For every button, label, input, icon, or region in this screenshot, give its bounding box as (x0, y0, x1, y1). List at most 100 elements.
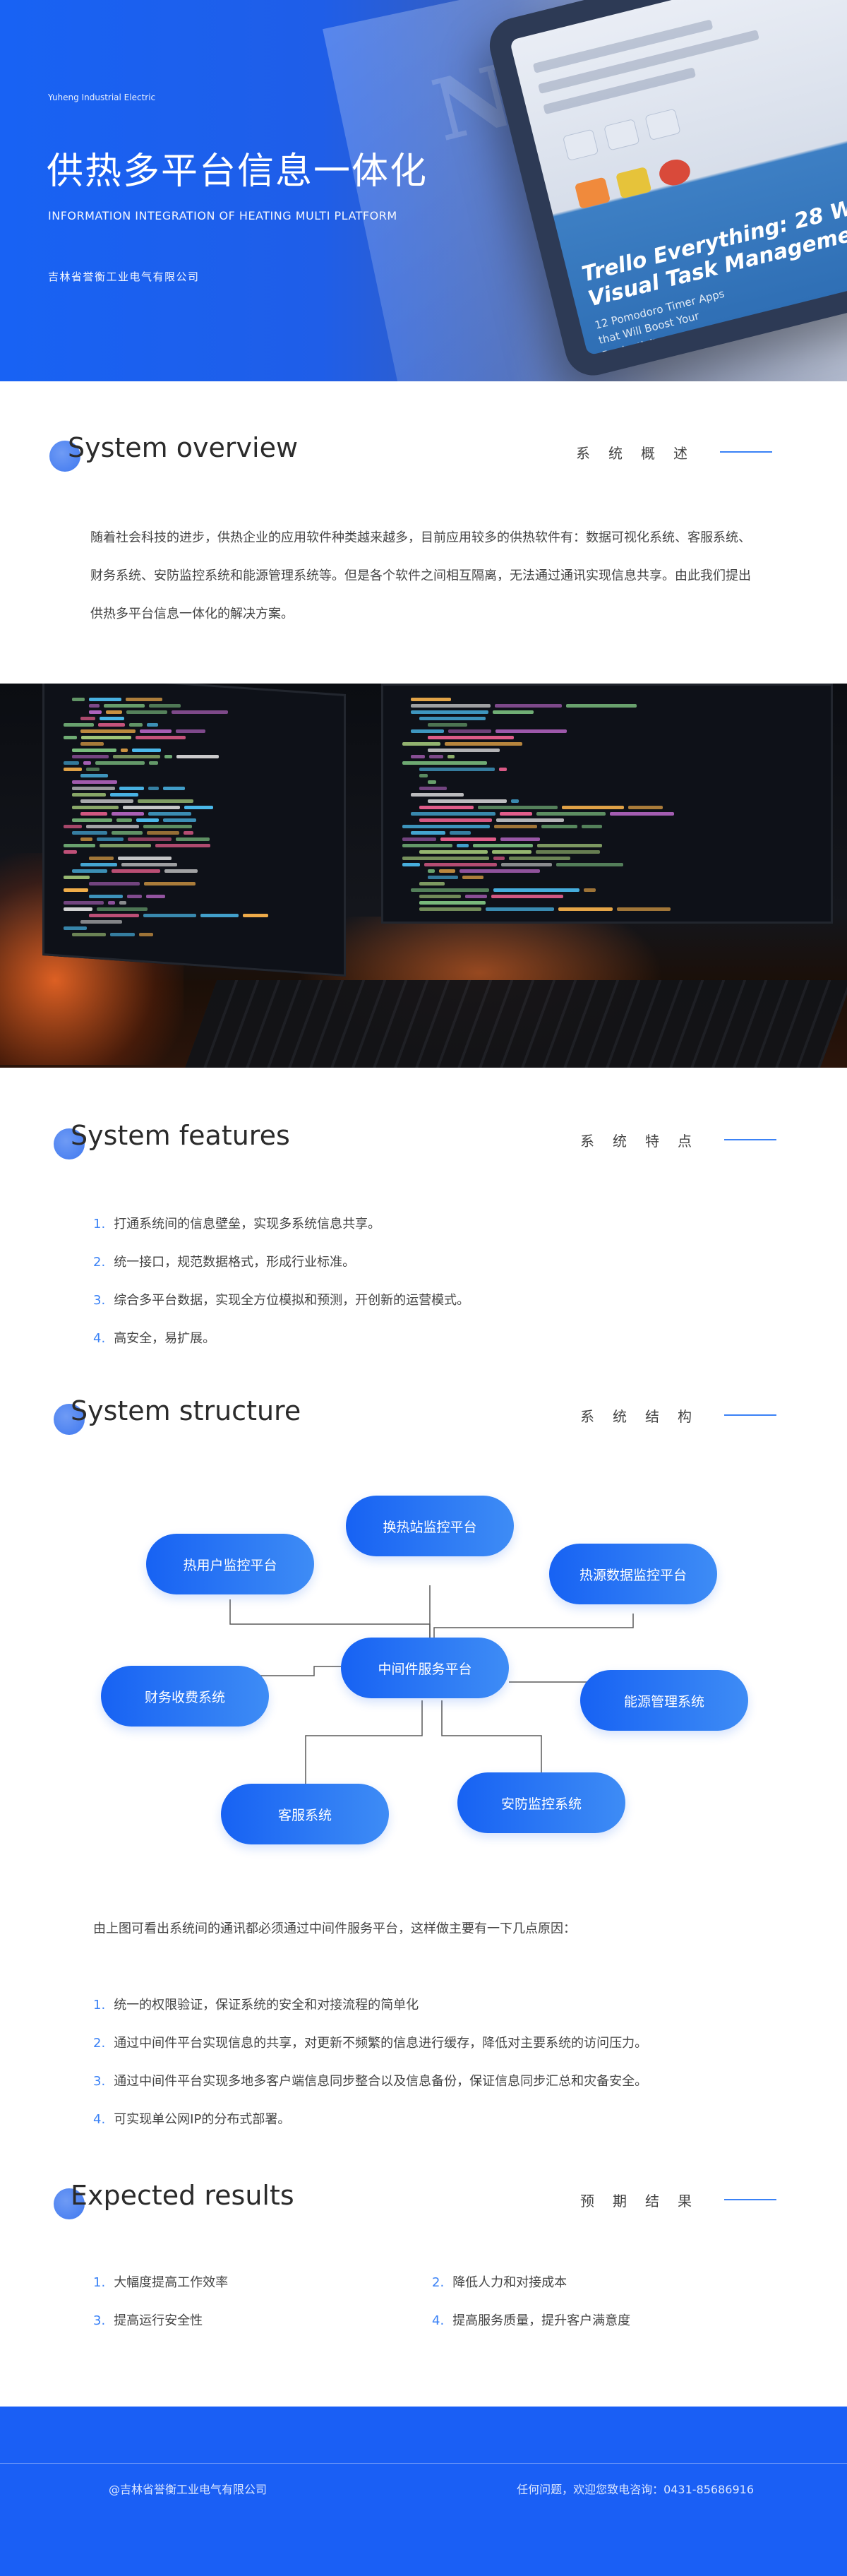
code-line (459, 869, 540, 873)
list-text: 大幅度提高工作效率 (114, 2275, 229, 2290)
code-line (402, 742, 440, 746)
code-line (110, 933, 135, 936)
code-line (136, 736, 186, 739)
code-line (495, 729, 567, 733)
code-line (486, 907, 554, 911)
code-line (149, 761, 158, 765)
list-number: 3. (93, 2074, 106, 2089)
code-line (428, 869, 435, 873)
code-line (89, 895, 123, 898)
code-line (617, 907, 671, 911)
code-line (98, 723, 125, 727)
tablet-text-row (543, 67, 697, 115)
code-line (116, 818, 132, 822)
code-line (501, 863, 552, 866)
code-line (80, 812, 107, 816)
code-line (411, 888, 489, 892)
code-line (493, 888, 579, 892)
tablet-app-card (562, 129, 599, 162)
code-line (126, 698, 162, 701)
list-text: 打通系统间的信息壁垒，实现多系统信息共享。 (114, 1217, 381, 1232)
list-number: 4. (432, 2313, 445, 2328)
list-number: 1. (93, 1217, 106, 1232)
code-line (478, 806, 558, 809)
list-text: 通过中间件平台实现多地多客户端信息同步整合以及信息备份，保证信息同步汇总和灾备安… (114, 2074, 648, 2089)
code-line (138, 799, 193, 803)
code-line (64, 768, 82, 771)
node-energy: 能源管理系统 (580, 1670, 748, 1731)
code-line (200, 914, 239, 917)
list-item: 2.通过中间件平台实现信息的共享，对更新不频繁的信息进行缓存，降低对主要系统的访… (93, 2033, 647, 2051)
code-monitor-image (0, 684, 847, 1068)
code-line (428, 780, 436, 784)
code-line (108, 901, 115, 905)
section-accent-line (724, 1414, 776, 1416)
code-line (419, 907, 481, 911)
code-line (64, 926, 87, 930)
tablet-app-card (574, 177, 611, 210)
code-line (537, 844, 602, 847)
node-middleware: 中间件服务平台 (341, 1638, 509, 1698)
code-line (496, 818, 564, 822)
code-line (428, 736, 514, 739)
section-accent-line (724, 2199, 776, 2200)
code-line (118, 857, 172, 860)
code-line (402, 863, 420, 866)
code-line (121, 863, 177, 866)
node-heat-source: 热源数据监控平台 (549, 1544, 717, 1604)
code-line (100, 844, 151, 847)
code-line (143, 914, 196, 917)
code-line (64, 876, 90, 879)
tablet-app-card (615, 166, 652, 199)
page-title: 供热多平台信息一体化 (47, 150, 428, 193)
code-line (95, 761, 145, 765)
section-cn-title: 系统概述 (576, 445, 706, 462)
node-heat-user: 热用户监控平台 (146, 1534, 314, 1594)
code-line (72, 806, 119, 809)
code-line (72, 933, 106, 936)
code-line (106, 710, 122, 714)
section-dot-icon (54, 1128, 85, 1159)
code-line (121, 749, 128, 752)
code-line (64, 850, 77, 854)
overview-text: 随着社会科技的进步，供热企业的应用软件种类越来越多，目前应用较多的供热软件有：数… (90, 530, 751, 621)
code-line (89, 710, 102, 714)
code-line (139, 933, 153, 936)
list-number: 1. (93, 1998, 106, 2012)
code-line (419, 882, 445, 886)
code-line (100, 717, 124, 720)
list-item: 4. 提高服务质量，提升客户满意度 (432, 2310, 630, 2329)
code-line (147, 831, 179, 835)
code-line (80, 742, 104, 746)
code-line (148, 812, 191, 816)
code-line (411, 812, 495, 816)
node-finance: 财务收费系统 (101, 1666, 269, 1727)
code-line (402, 857, 489, 860)
code-line (80, 799, 133, 803)
code-line (499, 768, 507, 771)
code-line (86, 825, 139, 828)
code-line (419, 901, 486, 905)
code-line (495, 704, 562, 708)
code-line (628, 806, 663, 809)
list-item: 3.提高运行安全性 (93, 2310, 203, 2329)
code-line (112, 831, 143, 835)
list-item: 4.可实现单公网IP的分布式部署。 (93, 2109, 290, 2128)
list-text: 提高服务质量，提升客户满意度 (452, 2313, 631, 2328)
section-title: Expected results (71, 2180, 294, 2211)
code-line (148, 787, 159, 790)
tablet-app-card (644, 108, 681, 141)
list-item: 1. 打通系统间的信息壁垒，实现多系统信息共享。 (93, 1214, 380, 1232)
code-line (243, 914, 268, 917)
list-item: 2.降低人力和对接成本 (432, 2272, 567, 2291)
code-line (72, 698, 85, 701)
code-line (119, 787, 144, 790)
list-text: 统一的权限验证，保证系统的安全和对接流程的简单化 (114, 1998, 419, 2012)
code-line (184, 831, 193, 835)
section-accent-line (724, 1139, 776, 1140)
code-line (492, 850, 531, 854)
code-line (140, 729, 172, 733)
code-line (89, 698, 121, 701)
list-item: 2.统一接口，规范数据格式，形成行业标准。 (93, 1252, 355, 1270)
code-line (72, 755, 109, 758)
